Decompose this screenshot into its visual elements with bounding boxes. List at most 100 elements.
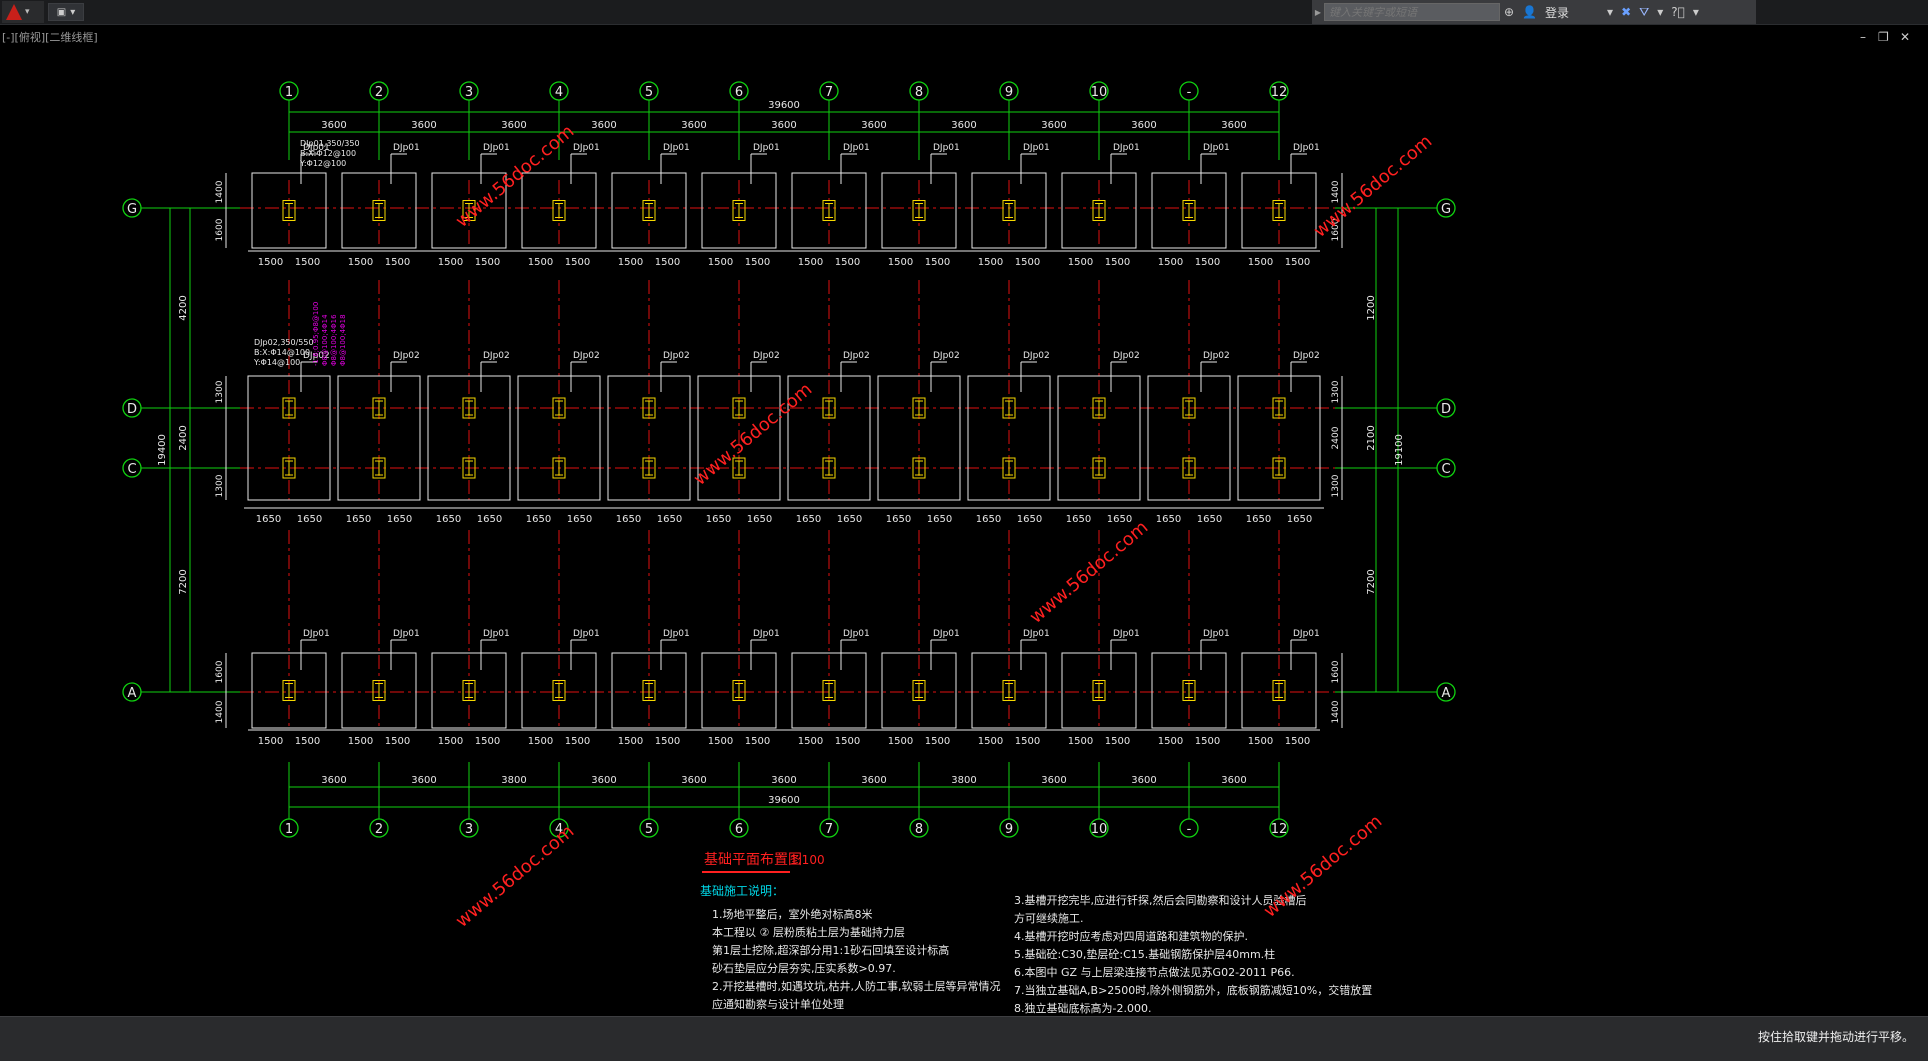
dimension-span-top: 3600 bbox=[501, 120, 526, 131]
column-stub bbox=[462, 397, 476, 419]
right-dim: 1600 bbox=[1331, 660, 1341, 683]
note-line-right: 6.本图中 GZ 与上层梁连接节点做法见苏G02-2011 P66. bbox=[1014, 965, 1295, 979]
right-dim: 1300 bbox=[1331, 380, 1341, 403]
footing-dimension: 1650 bbox=[706, 514, 731, 525]
column-stub bbox=[1002, 397, 1016, 419]
footing-dimension: 1500 bbox=[1195, 257, 1220, 268]
footing-rect bbox=[881, 652, 957, 729]
watermark: www.56doc.com bbox=[1026, 517, 1153, 628]
help-icon[interactable]: ?⃝ bbox=[1671, 5, 1685, 19]
column-stub bbox=[1002, 200, 1016, 221]
chevron-down-icon[interactable]: ▾ bbox=[1692, 5, 1699, 19]
footing-label: DJp02 bbox=[753, 351, 780, 361]
footing-label: DJp01 bbox=[843, 143, 870, 153]
column-bubble-bottom: 10 bbox=[1091, 822, 1108, 837]
column-bubble-top: 2 bbox=[375, 85, 383, 100]
column-stub bbox=[1092, 680, 1106, 701]
footing-rect bbox=[881, 172, 957, 249]
footing-dimension: 1500 bbox=[1015, 257, 1040, 268]
column-bubble-top: 9 bbox=[1005, 85, 1013, 100]
login-button[interactable]: 登录 bbox=[1545, 5, 1570, 20]
column-bubble-bottom: 3 bbox=[465, 822, 473, 837]
footing-label: DJp02 bbox=[843, 351, 870, 361]
expand-arrow-icon[interactable]: ▶ bbox=[1314, 7, 1322, 17]
row-bubble-left-circle bbox=[122, 458, 142, 478]
dimension-span-bottom: 3600 bbox=[1221, 775, 1246, 786]
column-stub bbox=[1002, 457, 1016, 479]
footing-rect bbox=[701, 172, 777, 249]
column-stub bbox=[1182, 397, 1196, 419]
autodesk-a360-icon[interactable]: ⛛ bbox=[1639, 4, 1650, 19]
exchange-icon[interactable]: ✖ bbox=[1621, 5, 1632, 19]
column-bubble-top: 8 bbox=[915, 85, 923, 100]
row-bubble-right: G bbox=[1441, 202, 1451, 217]
footing-dimension: 1500 bbox=[835, 736, 860, 747]
footing-rect bbox=[247, 375, 331, 501]
binoculars-icon[interactable]: ⊕ bbox=[1504, 5, 1515, 19]
footing-dimension: 1650 bbox=[886, 514, 911, 525]
close-icon[interactable]: ✕ bbox=[1900, 30, 1911, 44]
column-stub bbox=[282, 457, 296, 479]
footing-rect bbox=[611, 172, 687, 249]
footing-label: DJp02 bbox=[933, 351, 960, 361]
footing-dimension: 1500 bbox=[385, 736, 410, 747]
viewport-label[interactable]: [-][俯视][二维线框] bbox=[2, 31, 98, 44]
document-edit-icon: ▣ bbox=[56, 6, 67, 18]
dimension-span-bottom: 3600 bbox=[591, 775, 616, 786]
chevron-down-icon[interactable]: ▾ bbox=[1657, 5, 1664, 19]
note-line-right: 8.独立基础底标高为-2.000. bbox=[1014, 1001, 1151, 1015]
note-line-right: 3.基槽开挖完毕,应进行钎探,然后会同勘察和设计人员验槽后 bbox=[1014, 893, 1307, 907]
footing-label: DJp01 bbox=[303, 629, 330, 639]
footing-dimension: 1500 bbox=[1285, 257, 1310, 268]
footing-label: DJp01 bbox=[1203, 143, 1230, 153]
footing-rect bbox=[431, 172, 507, 249]
footing-label: DJp02 bbox=[1293, 351, 1320, 361]
left-dim: 1600 bbox=[215, 660, 225, 683]
user-icon[interactable]: 👤 bbox=[1522, 5, 1538, 19]
footing-rect bbox=[431, 652, 507, 729]
column-stub bbox=[552, 397, 566, 419]
row-bubble-right: A bbox=[1442, 686, 1451, 701]
footing-spec-1: B:X:Φ12@100 bbox=[300, 149, 356, 158]
footing-dimension: 1500 bbox=[475, 257, 500, 268]
footing-dimension: 1500 bbox=[925, 257, 950, 268]
column-stub bbox=[642, 397, 656, 419]
column-stub bbox=[462, 457, 476, 479]
footing-spec-2: DJp02,350/550 bbox=[254, 338, 314, 347]
footing-dimension: 1500 bbox=[1248, 257, 1273, 268]
column-stub bbox=[822, 680, 836, 701]
dimension-span-bottom: 3600 bbox=[1041, 775, 1066, 786]
footing-rect bbox=[1061, 652, 1137, 729]
footing-rect bbox=[1151, 652, 1227, 729]
restore-icon[interactable]: ❐ bbox=[1878, 30, 1889, 44]
footing-rect bbox=[1241, 652, 1317, 729]
chevron-down-icon: ▾ bbox=[25, 7, 30, 17]
footing-rect bbox=[701, 652, 777, 729]
footing-dimension: 1650 bbox=[1107, 514, 1132, 525]
footing-spec-2: Y:Φ14@100 bbox=[253, 358, 300, 367]
column-stub bbox=[732, 200, 746, 221]
footing-spec-1: Y:Φ12@100 bbox=[299, 159, 346, 168]
footing-dimension: 1650 bbox=[837, 514, 862, 525]
chevron-down-icon[interactable]: ▾ bbox=[1607, 5, 1614, 19]
column-stub bbox=[1092, 200, 1106, 221]
footing-label: DJp01 bbox=[573, 629, 600, 639]
footing-label: DJp01 bbox=[753, 629, 780, 639]
column-stub bbox=[642, 457, 656, 479]
footing-dimension: 1650 bbox=[526, 514, 551, 525]
note-line-right: 7.当独立基础A,B>2500时,除外侧钢筋外，底板钢筋减短10%，交错放置 bbox=[1014, 983, 1372, 997]
footing-dimension: 1650 bbox=[1287, 514, 1312, 525]
row-bubble-left-circle bbox=[122, 682, 142, 702]
column-bubble-top: 10 bbox=[1091, 85, 1108, 100]
minimize-icon[interactable]: – bbox=[1860, 30, 1866, 44]
application-menu-button[interactable]: ▾ bbox=[2, 1, 44, 23]
footing-label: DJp02 bbox=[483, 351, 510, 361]
footing-dimension: 1500 bbox=[565, 736, 590, 747]
quick-access-button[interactable]: ▣ ▾ bbox=[48, 3, 84, 21]
search-input[interactable] bbox=[1324, 3, 1500, 21]
footing-rect bbox=[521, 652, 597, 729]
row-bubble-left: D bbox=[127, 402, 137, 417]
footing-dimension: 1500 bbox=[835, 257, 860, 268]
column-stub bbox=[822, 397, 836, 419]
